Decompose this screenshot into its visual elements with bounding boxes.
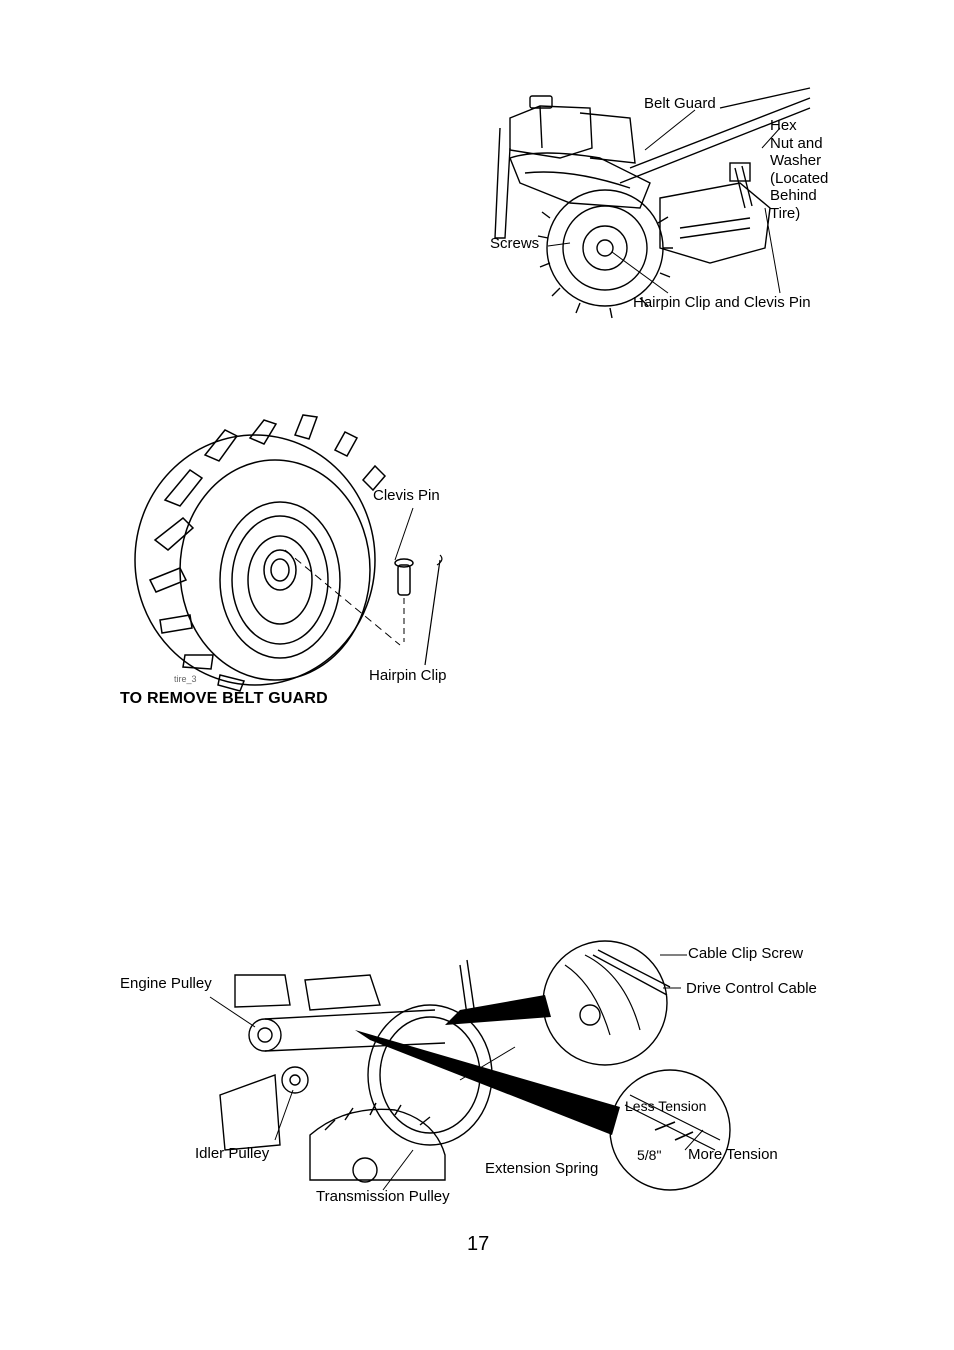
label-clevis-pin: Clevis Pin [373, 487, 440, 504]
label-hairpin-clevis: Hairpin Clip and Clevis Pin [633, 294, 811, 311]
page-number: 17 [467, 1233, 489, 1256]
label-hex-nut-line: (Located [770, 170, 828, 188]
label-hex-nut-line: Nut and [770, 135, 828, 153]
figure-tire: Clevis Pin Hairpin Clip tire_3 [125, 420, 465, 690]
figure-belt-guard: Belt Guard Hex Nut and Washer (Located B… [480, 88, 850, 318]
belt-drawing [115, 935, 835, 1215]
label-screws: Screws [490, 235, 539, 252]
label-hex-nut-line: Washer [770, 152, 828, 170]
label-five-eighths: 5/8" [637, 1147, 661, 1164]
label-hex-nut: Hex Nut and Washer (Located Behind Tire) [770, 117, 828, 222]
label-belt-guard: Belt Guard [644, 95, 716, 112]
label-cable-clip-screw: Cable Clip Screw [688, 945, 803, 962]
label-engine-pulley: Engine Pulley [120, 975, 212, 992]
label-hairpin-clip: Hairpin Clip [369, 667, 447, 684]
label-transmission-pulley: Transmission Pulley [316, 1188, 450, 1205]
label-more-tension: More Tension [688, 1146, 778, 1163]
label-hex-nut-line: Behind [770, 187, 828, 205]
tire-drawing [125, 420, 465, 690]
section-heading: TO REMOVE BELT GUARD [120, 690, 328, 708]
label-less-tension: Less Tension [625, 1098, 706, 1115]
label-figure-ref: tire_3 [174, 671, 197, 688]
figure-belt: Engine Pulley Cable Clip Screw Drive Con… [115, 935, 835, 1215]
label-idler-pulley: Idler Pulley [195, 1145, 269, 1162]
label-drive-control-cable: Drive Control Cable [686, 980, 817, 997]
label-hex-nut-line: Hex [770, 117, 828, 135]
label-extension-spring: Extension Spring [485, 1160, 598, 1177]
label-hex-nut-line: Tire) [770, 205, 828, 223]
